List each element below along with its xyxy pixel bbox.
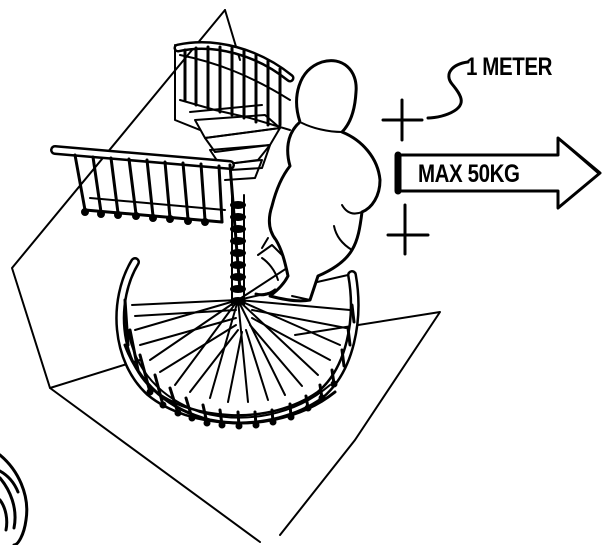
lower-curved-railing (115, 257, 360, 430)
upper-treads (189, 104, 281, 181)
plus-mark-icon (386, 203, 430, 256)
right-arrow-icon (394, 136, 602, 210)
height-squiggle-icon (426, 60, 470, 120)
plus-mark-icon (381, 98, 424, 142)
landing-railing (50, 145, 242, 292)
coil-fragment (0, 453, 29, 547)
max-load-label: MAX 50KG (418, 160, 520, 188)
person-silhouette-icon (254, 59, 382, 303)
central-column (230, 194, 246, 306)
upper-curved-railing (173, 41, 295, 131)
floor-plane-outline (11, 9, 441, 543)
height-label: 1 METER (466, 53, 552, 81)
